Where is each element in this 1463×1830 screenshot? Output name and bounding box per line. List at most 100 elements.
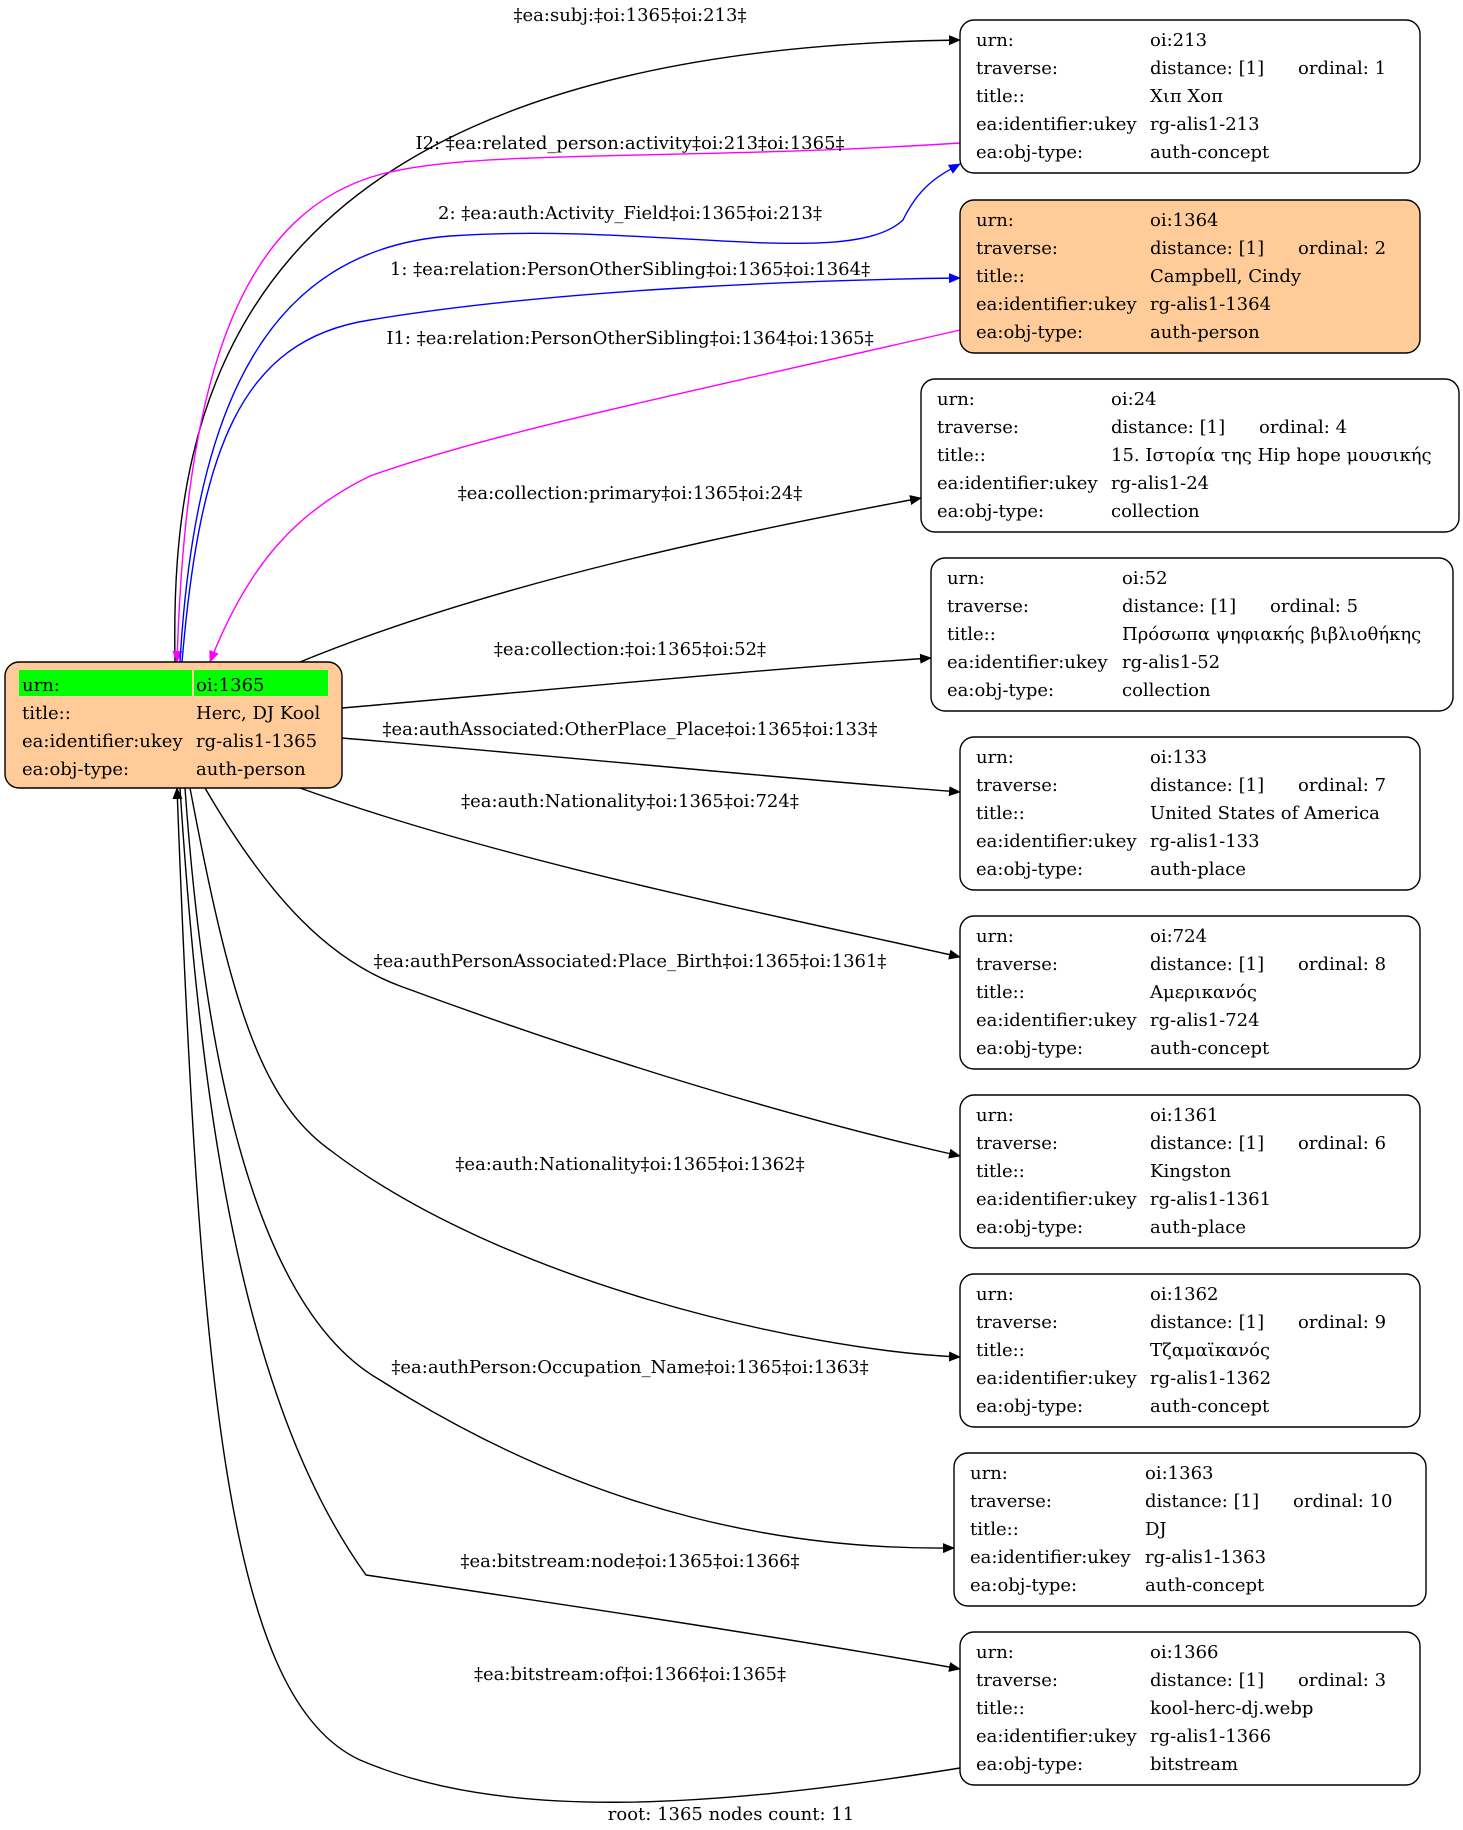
node-title-value: Αμερικανός [1149,982,1257,1003]
edge-label: ‡ea:collection:primary‡oi:1365‡oi:24‡ [458,483,803,504]
edge-12: ‡ea:bitstream:node‡oi:1365‡oi:1366‡ [179,787,961,1672]
root-urn-label: urn: [22,675,60,696]
node-frame [930,557,1454,712]
footer-caption: root: 1365 nodes count: 11 [608,1804,854,1825]
edge-label: 2: ‡ea:auth:Activity_Field‡oi:1365‡oi:21… [438,203,822,224]
node-ukey-label: ea:identifier:ukey [976,294,1137,315]
edge-7: ‡ea:authAssociated:OtherPlace_Place‡oi:1… [341,719,961,797]
node-type-value: collection [1111,501,1200,522]
node-ukey-label: ea:identifier:ukey [976,1726,1137,1747]
edge-line [172,142,961,663]
node-title-label: title:: [976,803,1025,824]
node-title-label: title:: [937,445,986,466]
edge-6: ‡ea:collection:‡oi:1365‡oi:52‡ [341,639,932,709]
node-type-label: ea:obj-type: [976,859,1083,880]
node-frame [959,199,1421,354]
root-type-value: auth-person [196,759,306,780]
root-title-label: title:: [22,703,71,724]
node-ukey-label: ea:identifier:ukey [947,652,1108,673]
edge-line [179,787,961,1672]
node-distance-value: distance: [1] [1150,775,1264,796]
node-type-label: ea:obj-type: [976,322,1083,343]
node-ukey-value: rg-alis1-1366 [1150,1726,1271,1747]
node-type-label: ea:obj-type: [976,1217,1083,1238]
node-ukey-label: ea:identifier:ukey [970,1547,1131,1568]
node-type-value: collection [1122,680,1211,701]
node-distance-value: distance: [1] [1150,58,1264,79]
edge-line [172,787,961,1803]
node-distance-value: distance: [1] [1145,1491,1259,1512]
node-urn-value: oi:1364 [1150,210,1218,231]
node-type-value: auth-place [1150,859,1246,880]
edge-line [299,495,922,663]
node-urn-value: oi:1366 [1150,1642,1218,1663]
node-urn-value: oi:1361 [1150,1105,1218,1126]
node-type-value: auth-concept [1150,1396,1270,1417]
edge-line [181,273,961,663]
node-title-label: title:: [970,1519,1019,1540]
node-ukey-label: ea:identifier:ukey [976,1368,1137,1389]
node-urn-label: urn: [976,1284,1014,1305]
node-urn-value: oi:24 [1111,389,1157,410]
node-traverse-label: traverse: [937,417,1019,438]
edge-line [299,787,961,960]
node-title-label: title:: [947,624,996,645]
node-traverse-label: traverse: [976,1312,1058,1333]
node-ordinal-value: ordinal: 6 [1298,1133,1386,1154]
edge-line [184,787,955,1554]
node-frame [959,1273,1421,1428]
edge-label: 1: ‡ea:relation:PersonOtherSibling‡oi:13… [390,259,870,280]
node-ordinal-value: ordinal: 9 [1298,1312,1386,1333]
node-distance-value: distance: [1] [1150,238,1264,259]
edge-1: I2: ‡ea:related_person:activity‡oi:213‡o… [172,133,961,663]
node-ukey-label: ea:identifier:ukey [976,1189,1137,1210]
node-ordinal-value: ordinal: 2 [1298,238,1386,259]
node-traverse-label: traverse: [976,1133,1058,1154]
node-ordinal-value: ordinal: 8 [1298,954,1386,975]
node-distance-value: distance: [1] [1150,1133,1264,1154]
node-type-label: ea:obj-type: [947,680,1054,701]
edge-line [189,787,961,1362]
node-traverse-label: traverse: [976,954,1058,975]
root-ukey-value: rg-alis1-1365 [196,731,317,752]
node-title-value: 15. Ιστορία της Hip hope μουσικής [1111,445,1432,466]
urn-value-highlight [194,670,328,696]
node-title-label: title:: [976,1340,1025,1361]
node-title-value: Campbell, Cindy [1150,266,1302,287]
node-urn-label: urn: [947,568,985,589]
node-ukey-value: rg-alis1-213 [1150,114,1260,135]
edge-5: ‡ea:collection:primary‡oi:1365‡oi:24‡ [299,483,922,663]
edge-line [204,787,961,1159]
node-urn-label: urn: [976,1642,1014,1663]
node-title-value: United States of America [1150,803,1380,824]
edge-label: ‡ea:bitstream:node‡oi:1365‡oi:1366‡ [460,1551,799,1572]
node-title-value: DJ [1145,1519,1167,1540]
node-ukey-value: rg-alis1-1361 [1150,1189,1271,1210]
edge-8: ‡ea:auth:Nationality‡oi:1365‡oi:724‡ [299,787,961,960]
edge-0: ‡ea:subj:‡oi:1365‡oi:213‡ [174,5,961,663]
edge-label: ‡ea:bitstream:of‡oi:1366‡oi:1365‡ [474,1664,786,1685]
edge-4: I1: ‡ea:relation:PersonOtherSibling‡oi:1… [209,328,961,663]
node-type-label: ea:obj-type: [976,142,1083,163]
node-traverse-label: traverse: [976,238,1058,259]
node-title-value: Χιπ Χοπ [1150,86,1223,107]
node-urn-label: urn: [970,1463,1008,1484]
edge-11: ‡ea:authPerson:Occupation_Name‡oi:1365‡o… [184,787,955,1554]
node-frame [959,915,1421,1070]
node-type-value: auth-concept [1145,1575,1265,1596]
node-distance-value: distance: [1] [1111,417,1225,438]
edge-line [179,163,961,663]
node-title-value: kool-herc-dj.webp [1150,1698,1313,1719]
